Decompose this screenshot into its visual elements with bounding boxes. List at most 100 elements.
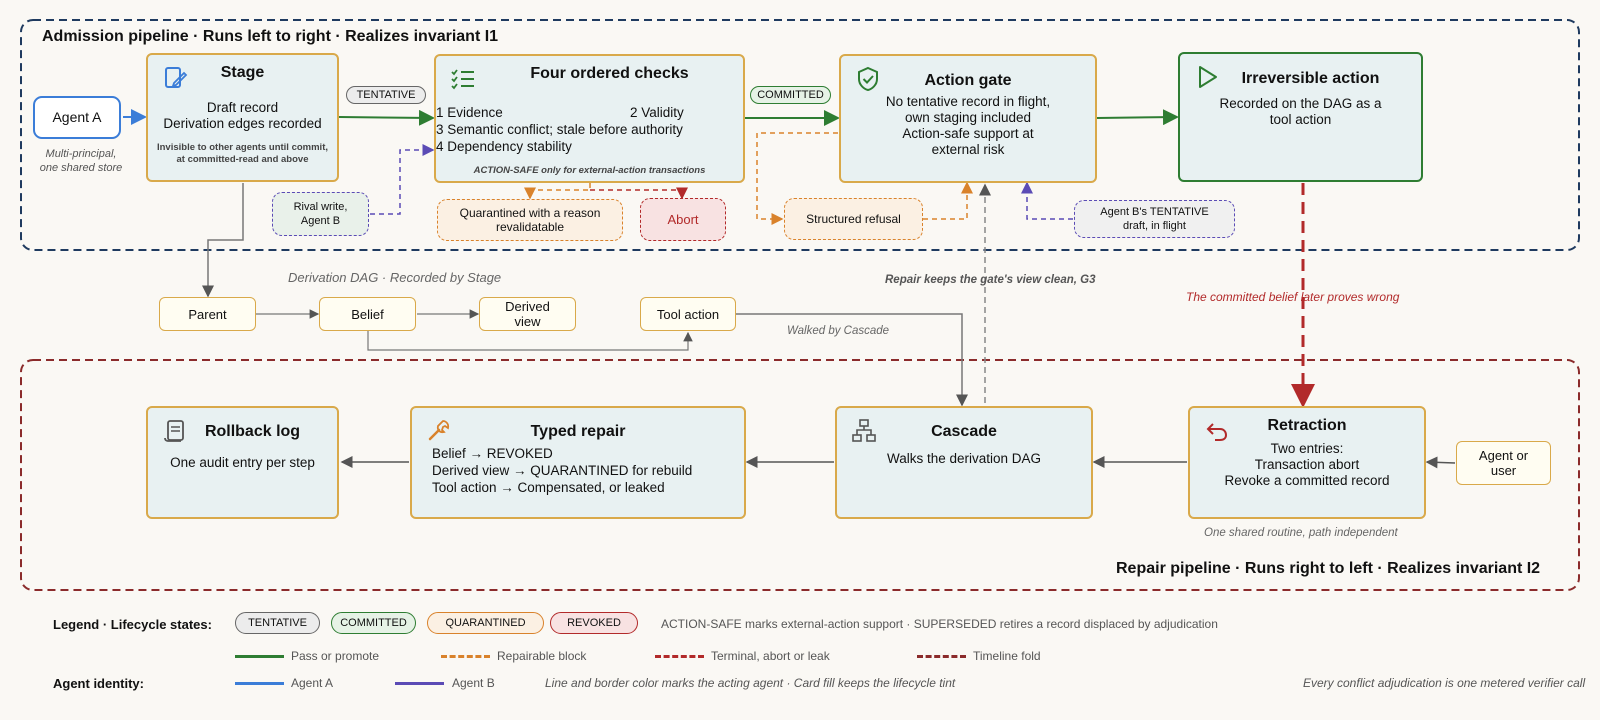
dag-title: Derivation DAG · Recorded by Stage [288,270,502,285]
tentative-pill: TENTATIVE [346,86,426,104]
rollback-log-card[interactable]: Rollback log One audit entry per step [146,406,339,519]
retraction-card[interactable]: Retraction Two entries: Transaction abor… [1188,406,1426,519]
stage-note-line: Invisible to other agents until commit, [156,142,329,153]
gate-line: own staging included [904,110,1032,125]
agent-a-label: Agent A [52,109,102,125]
checks-note: ACTION-SAFE only for external-action tra… [473,165,706,176]
legend-agent-a-line [235,682,284,685]
legend-agent-a: Agent A [291,676,334,690]
legend-footer: Every conflict adjudication is one meter… [1303,676,1586,690]
legend-terminal: Terminal, abort or leak [711,649,830,663]
play-icon [1199,66,1217,88]
irreversible-title: Irreversible action [1241,70,1380,87]
undo-icon [1206,423,1228,441]
legend-repairable: Repairable block [497,649,587,663]
gate-line: external risk [931,142,1005,157]
refusal-label: Structured refusal [806,212,901,226]
agent-a-note: Multi-principal, one shared store [36,147,126,175]
dag-tool-node[interactable]: Tool action [640,297,736,331]
dag-belief-label: Belief [351,306,384,322]
legend-state-revoked: REVOKED [550,612,638,634]
walked-note: Walked by Cascade [787,325,890,337]
agent-user-line: Agent or [1478,448,1529,463]
legend-repairable-line [441,655,490,658]
legend-states-note: ACTION-SAFE marks external-action suppor… [661,617,1218,631]
committed-pill-label: COMMITTED [757,89,824,101]
agent-b-draft-line: draft, in flight [1123,220,1186,232]
stage-line: Draft record [206,100,279,115]
action-gate-title: Action gate [924,72,1012,89]
quarantined-line: revalidatable [495,220,565,234]
legend-state-label: COMMITTED [340,617,407,629]
irreversible-action-card[interactable]: Irreversible action Recorded on the DAG … [1178,52,1423,182]
checks-card[interactable]: Four ordered checks 1 Evidence 2 Validit… [434,54,745,183]
wrench-icon [428,420,450,441]
legend-state-quarantined: QUARANTINED [427,612,544,634]
legend-agent-b: Agent B [452,676,495,690]
abort-label: Abort [667,211,699,227]
agent-b-draft-line: Agent B's TENTATIVE [1100,206,1209,218]
admission-frame [20,19,1580,251]
typed-repair-card[interactable]: Typed repair Belief → REVOKED Derived vi… [410,406,746,519]
retraction-note: One shared routine, path independent [1204,527,1398,539]
gate-line: No tentative record in flight, [885,94,1051,109]
hierarchy-icon [852,419,876,442]
agent-a-node[interactable]: Agent A [33,96,121,139]
legend-state-label: QUARANTINED [445,617,526,629]
cascade-line: Walks the derivation DAG [886,451,1042,466]
agent-identity-label: Agent identity: [53,676,144,691]
edit-document-icon [165,67,188,88]
structured-refusal-node[interactable]: Structured refusal [784,198,923,240]
quarantined-line: Quarantined with a reason [459,206,601,220]
shield-check-icon [858,66,878,92]
legend-agent-b-line [395,682,444,685]
dag-parent-label: Parent [188,306,227,322]
check-semantic: 3 Semantic conflict; stale before author… [436,122,683,137]
rival-line: Rival write, [293,201,348,213]
typed-repair-line: Derived view → QUARANTINED for rebuild [432,463,693,478]
dag-derived-line: view [514,314,541,329]
checklist-icon [451,69,474,90]
cascade-card[interactable]: Cascade Walks the derivation DAG [835,406,1093,519]
agent-a-note-line: Multi-principal, [45,148,117,160]
retraction-line: Two entries: [1270,441,1344,456]
checks-title: Four ordered checks [530,65,689,82]
committed-pill: COMMITTED [750,86,831,104]
gate-line: Action-safe support at [902,126,1034,141]
rollback-title: Rollback log [204,423,301,440]
irreversible-line: tool action [1269,112,1332,127]
rollback-line: One audit entry per step [170,455,315,470]
tentative-pill-label: TENTATIVE [356,89,416,101]
dag-derived-node[interactable]: Derived view [479,297,576,331]
stage-card[interactable]: Stage Draft record Derivation edges reco… [146,53,339,182]
abort-node[interactable]: Abort [640,198,726,241]
retraction-title: Retraction [1267,417,1347,434]
rival-write-node[interactable]: Rival write, Agent B [272,192,369,236]
action-gate-card[interactable]: Action gate No tentative record in fligh… [839,54,1097,183]
scroll-icon [164,420,184,442]
irreversible-line: Recorded on the DAG as a [1219,96,1382,111]
repair-frame [20,359,1580,591]
agent-user-line: user [1490,463,1517,478]
dag-parent-node[interactable]: Parent [159,297,256,331]
dag-belief-node[interactable]: Belief [319,297,416,331]
legend-label: Legend · Lifecycle states: [53,617,212,632]
dag-tool-label: Tool action [656,306,720,322]
legend-state-label: REVOKED [567,617,621,629]
repair-title: Repair pipeline · Runs right to left · R… [1116,560,1541,577]
legend-state-committed: COMMITTED [331,612,416,634]
agent-or-user-node[interactable]: Agent or user [1456,441,1551,485]
legend-fold-line [917,655,966,658]
legend-terminal-line [655,655,704,658]
wrong-belief-note: The committed belief later proves wrong [1186,290,1400,304]
quarantined-node[interactable]: Quarantined with a reason revalidatable [437,199,623,241]
agent-b-draft-node[interactable]: Agent B's TENTATIVE draft, in flight [1074,200,1235,238]
stage-title: Stage [220,64,265,81]
typed-repair-line: Belief → REVOKED [432,446,553,461]
check-evidence: 1 Evidence [436,105,503,120]
rival-line: Agent B [300,215,341,227]
dag-derived-line: Derived [505,299,550,314]
retraction-line: Transaction abort [1254,457,1360,472]
legend-agent-note: Line and border color marks the acting a… [545,676,956,690]
